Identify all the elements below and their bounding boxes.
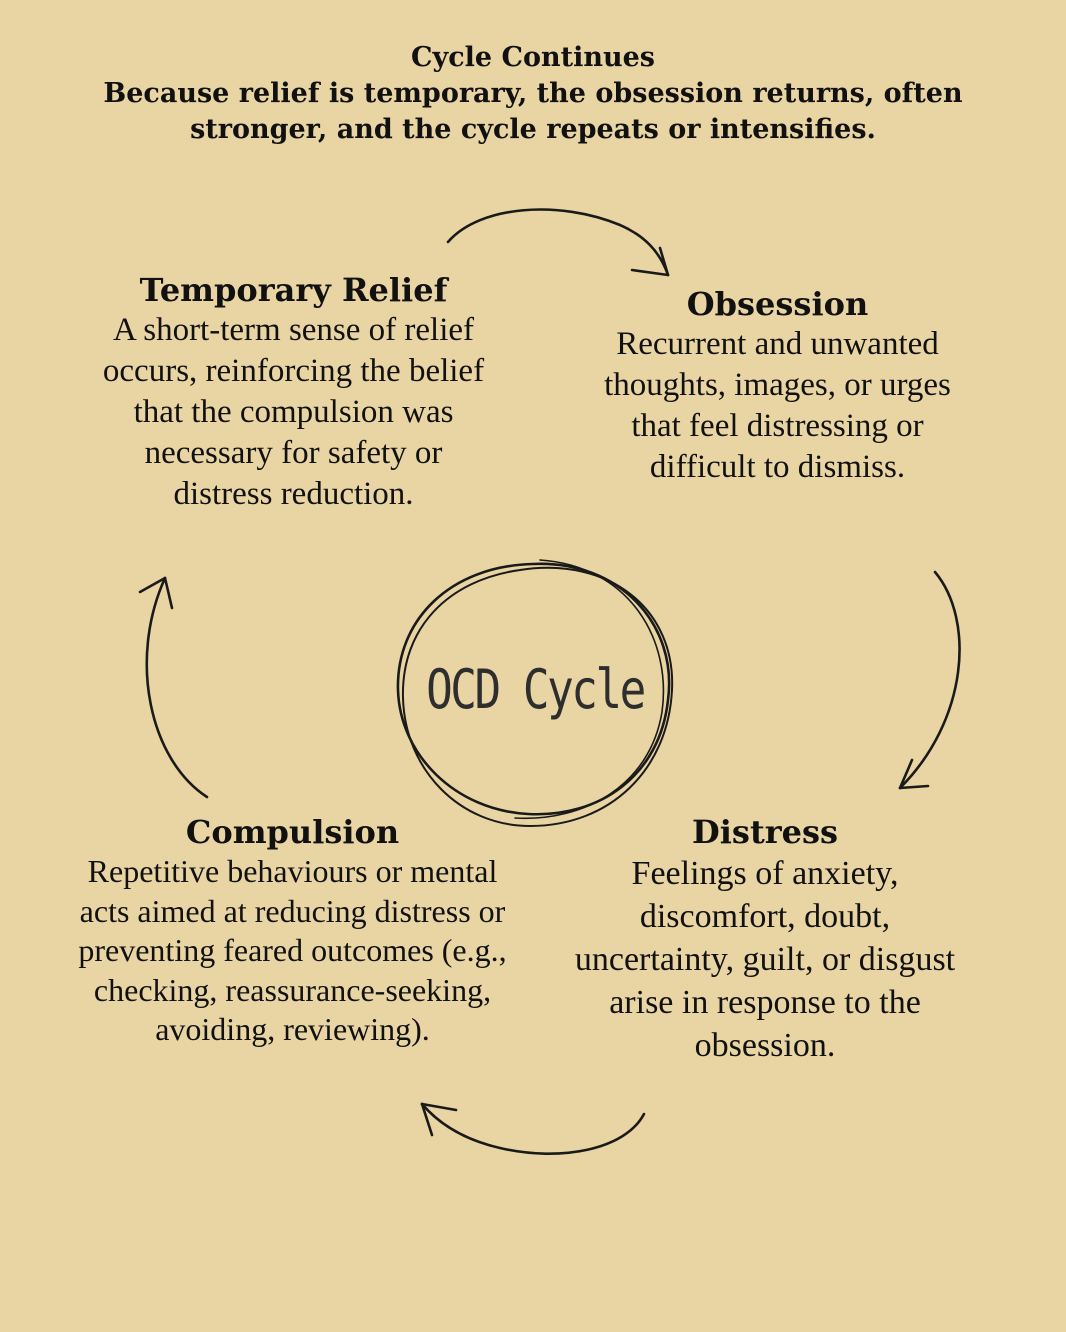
header-title: Cycle Continues bbox=[411, 42, 655, 73]
stage-description: A short-term sense of relief occurs, rei… bbox=[102, 312, 485, 512]
stage-title: Distress bbox=[692, 813, 838, 851]
stage-title: Compulsion bbox=[185, 813, 400, 851]
stage-description: Recurrent and unwanted thoughts, images,… bbox=[604, 326, 951, 485]
stage-description: Repetitive behaviours or mental acts aim… bbox=[78, 853, 507, 1047]
center-label: OCD Cycle bbox=[426, 658, 646, 721]
stage-title: Temporary Relief bbox=[139, 271, 448, 309]
header: Cycle Continues Because relief is tempor… bbox=[0, 40, 1066, 148]
stage-compulsion: Compulsion Repetitive behaviours or ment… bbox=[70, 812, 515, 1050]
header-text: Because relief is temporary, the obsessi… bbox=[103, 78, 963, 145]
arrow-relief-to-obsession bbox=[446, 208, 670, 277]
arrow-distress-to-compulsion bbox=[420, 1102, 646, 1155]
arrow-obsession-to-distress bbox=[898, 570, 961, 790]
stage-description: Feelings of anxiety, discomfort, doubt, … bbox=[574, 855, 956, 1064]
stage-distress: Distress Feelings of anxiety, discomfort… bbox=[560, 812, 970, 1067]
arrow-compulsion-to-relief bbox=[138, 576, 209, 799]
stage-title: Obsession bbox=[686, 285, 869, 323]
stage-obsession: Obsession Recurrent and unwanted thought… bbox=[595, 284, 960, 488]
stage-temporary-relief: Temporary Relief A short-term sense of r… bbox=[96, 270, 491, 515]
